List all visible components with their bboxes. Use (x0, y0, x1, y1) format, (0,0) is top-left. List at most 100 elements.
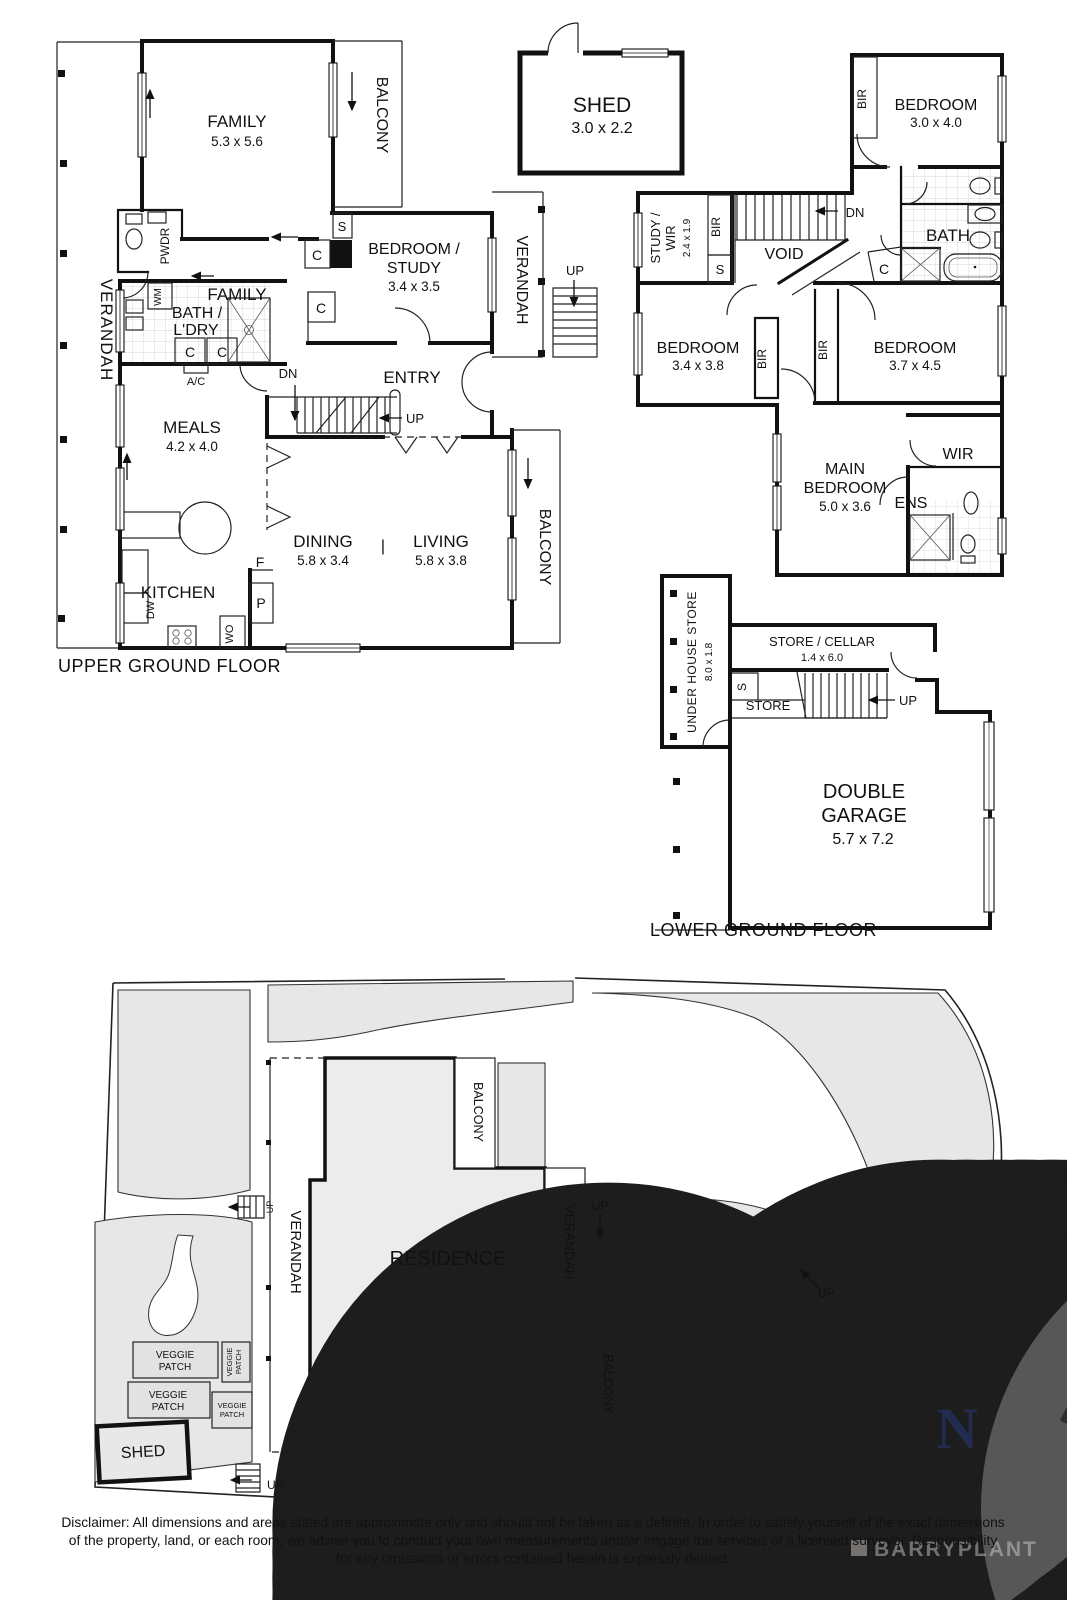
bath-tiles (901, 169, 1002, 281)
site-shed (94, 1419, 192, 1485)
labels: FAMILY FAMILY 5.3 x 5.6 BALCONY VERANDAH… (58, 77, 1036, 1566)
dim-store-cellar: 1.4 x 6.0 (801, 652, 843, 664)
room-dim-garage: 5.7 x 7.2 (832, 831, 893, 848)
label-site-verandah-left: VERANDAH (287, 1210, 304, 1293)
label-site-up: UP (818, 1286, 835, 1300)
windows-layer (115, 48, 1007, 653)
toilet-icon (969, 177, 991, 195)
first-floor-walls (636, 53, 1004, 577)
caption-upper-ground-floor: UPPER GROUND FLOOR (58, 656, 281, 676)
ac-unit (183, 363, 209, 374)
room-dim-meals: 4.2 x 4.0 (166, 439, 218, 454)
pwdr-basin (147, 211, 167, 224)
label-bir: BIR (816, 340, 830, 360)
label-patch: PATCH (152, 1402, 184, 1413)
shower (900, 247, 941, 282)
toilet-cistern (994, 177, 1003, 195)
shower (227, 297, 271, 363)
shed-door (547, 22, 579, 54)
stove (167, 625, 197, 649)
label-store-cellar: STORE / CELLAR (769, 634, 875, 649)
room-label-main-bedroom2: BEDROOM (804, 480, 887, 497)
front-door-arcs (461, 351, 493, 413)
room-dim-living: 5.8 x 3.8 (415, 553, 467, 568)
room-label-bedroom3: BEDROOM (874, 340, 957, 357)
shower (909, 514, 951, 561)
room-dim-bedroom2: 3.4 x 3.8 (672, 358, 724, 373)
shower-x (900, 247, 941, 282)
bathtub (943, 253, 1003, 282)
burner (172, 637, 180, 645)
room-label-kitchen: KITCHEN (141, 583, 216, 602)
bathtub-drain (973, 265, 977, 269)
toilet-cistern (994, 231, 1003, 249)
room-dim-dining: 5.8 x 3.4 (297, 553, 349, 568)
bed-top-strip (267, 980, 574, 1043)
label-ens: ENS (895, 495, 928, 512)
label-balcony-right: BALCONY (536, 509, 553, 586)
label-closet: C (879, 261, 889, 277)
label-closet: C (185, 344, 195, 360)
stair-newel (389, 389, 401, 436)
label-site-balcony-bottom: BALCONY (601, 1354, 615, 1414)
pwdr-walls (116, 208, 184, 274)
pantry-box (249, 582, 274, 624)
bir-closet (852, 56, 878, 139)
bed-beside-balcony (497, 1062, 546, 1169)
site-stairs-bottom (235, 1463, 261, 1493)
label-ldry: L'DRY (173, 322, 219, 339)
label-site-up: UP (267, 1478, 284, 1492)
post-icon (538, 278, 545, 285)
room-label-meals: MEALS (163, 418, 221, 437)
verandah-boundary (56, 41, 142, 649)
label-dn: DN (279, 366, 298, 381)
dim-under-house-store: 8.0 x 1.8 (704, 642, 715, 681)
room-label-main-bedroom: MAIN (825, 461, 865, 478)
post-icon (58, 615, 65, 622)
store-closet (707, 254, 733, 284)
direction-arrow-icon (800, 1269, 819, 1289)
room-dim-bedroom3: 3.7 x 4.5 (889, 358, 941, 373)
balcony-right-outline (512, 429, 561, 644)
label-patch-small: PATCH (234, 1350, 243, 1374)
site-plan (94, 977, 1067, 1600)
lawn-top-left (117, 989, 251, 1200)
post-icon (60, 250, 67, 257)
burner (184, 637, 192, 645)
upper-ground-floor-plan (56, 39, 598, 650)
stairs-lower (804, 673, 888, 719)
void-diagonal (776, 237, 850, 286)
label-entry: ENTRY (383, 368, 440, 387)
post-icon (670, 733, 677, 740)
label-residence: RESIDENCE (390, 1248, 507, 1270)
label-site-up-small: UP (265, 1201, 275, 1214)
label-bir: BIR (709, 217, 723, 237)
label-bir: BIR (855, 89, 869, 109)
room-dim-bedroom-study: 3.4 x 3.5 (388, 279, 440, 294)
label-pantry: P (256, 595, 265, 611)
double-door-leaves (394, 436, 459, 455)
room-label-bedroom-study2: STUDY (387, 260, 442, 277)
label-verandah-left: VERANDAH (97, 279, 116, 381)
toilet-cistern (125, 213, 143, 225)
basin (974, 206, 996, 222)
label-balcony-top: BALCONY (373, 77, 390, 154)
external-stairs-right (552, 287, 598, 358)
label-bath: BATH (926, 226, 970, 245)
watermark: BARRYPLANT (851, 1538, 1036, 1561)
room-label-garage2: GARAGE (821, 805, 907, 827)
label-bath: BATH / (172, 305, 223, 322)
toilet-icon (125, 228, 143, 250)
verandah-right-outline (492, 191, 544, 358)
label-up-right: UP (566, 263, 584, 278)
compass-north-label: N (936, 1396, 978, 1461)
label-bir: BIR (755, 349, 769, 369)
first-floor-plan (636, 53, 1004, 577)
post-icon (538, 350, 545, 357)
laundry-trough (125, 299, 144, 314)
label-up: UP (899, 693, 917, 708)
label-study-wir2: WIR (663, 225, 678, 250)
room-label-garage: DOUBLE (823, 781, 905, 803)
label-under-house-store: UNDER HOUSE STORE (685, 591, 699, 733)
